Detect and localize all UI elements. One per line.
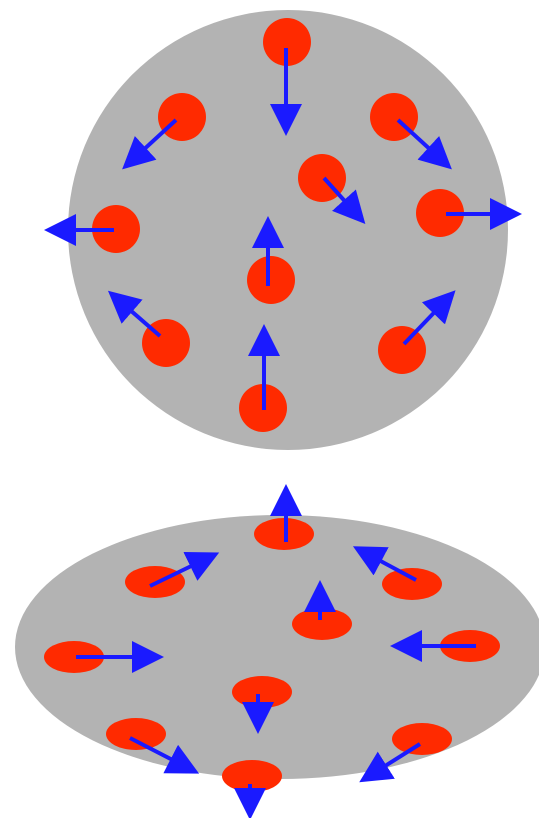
top-particle-6: [416, 189, 464, 237]
bottom-particle-9: [392, 723, 452, 755]
top-particle-9: [378, 326, 426, 374]
bottom-arrow-3: [352, 546, 417, 582]
bottom-particle-8: [106, 718, 166, 750]
bottom-particle-7: [232, 676, 292, 708]
bottom-particle-5: [44, 641, 104, 673]
bottom-arrow-9: [359, 742, 422, 783]
bottom-particle-3: [382, 568, 442, 600]
top-particle-7: [247, 256, 295, 304]
bottom-panel: [15, 484, 539, 820]
bottom-arrow-8: [129, 736, 200, 774]
bottom-particle-4: [292, 608, 352, 640]
top-arrows: [44, 48, 522, 410]
top-arrow-2: [122, 118, 178, 170]
top-particle-5: [92, 205, 140, 253]
top-arrow-3: [396, 118, 452, 170]
bottom-arrow-2: [149, 552, 220, 588]
top-arrow-9: [402, 290, 456, 346]
top-particle-1: [263, 18, 311, 66]
top-arrow-8: [107, 290, 162, 338]
top-particle-2: [158, 93, 206, 141]
top-panel: [44, 10, 522, 450]
bottom-particle-10: [222, 760, 282, 792]
bottom-arrows: [76, 484, 476, 820]
top-arrow-4: [322, 176, 366, 224]
